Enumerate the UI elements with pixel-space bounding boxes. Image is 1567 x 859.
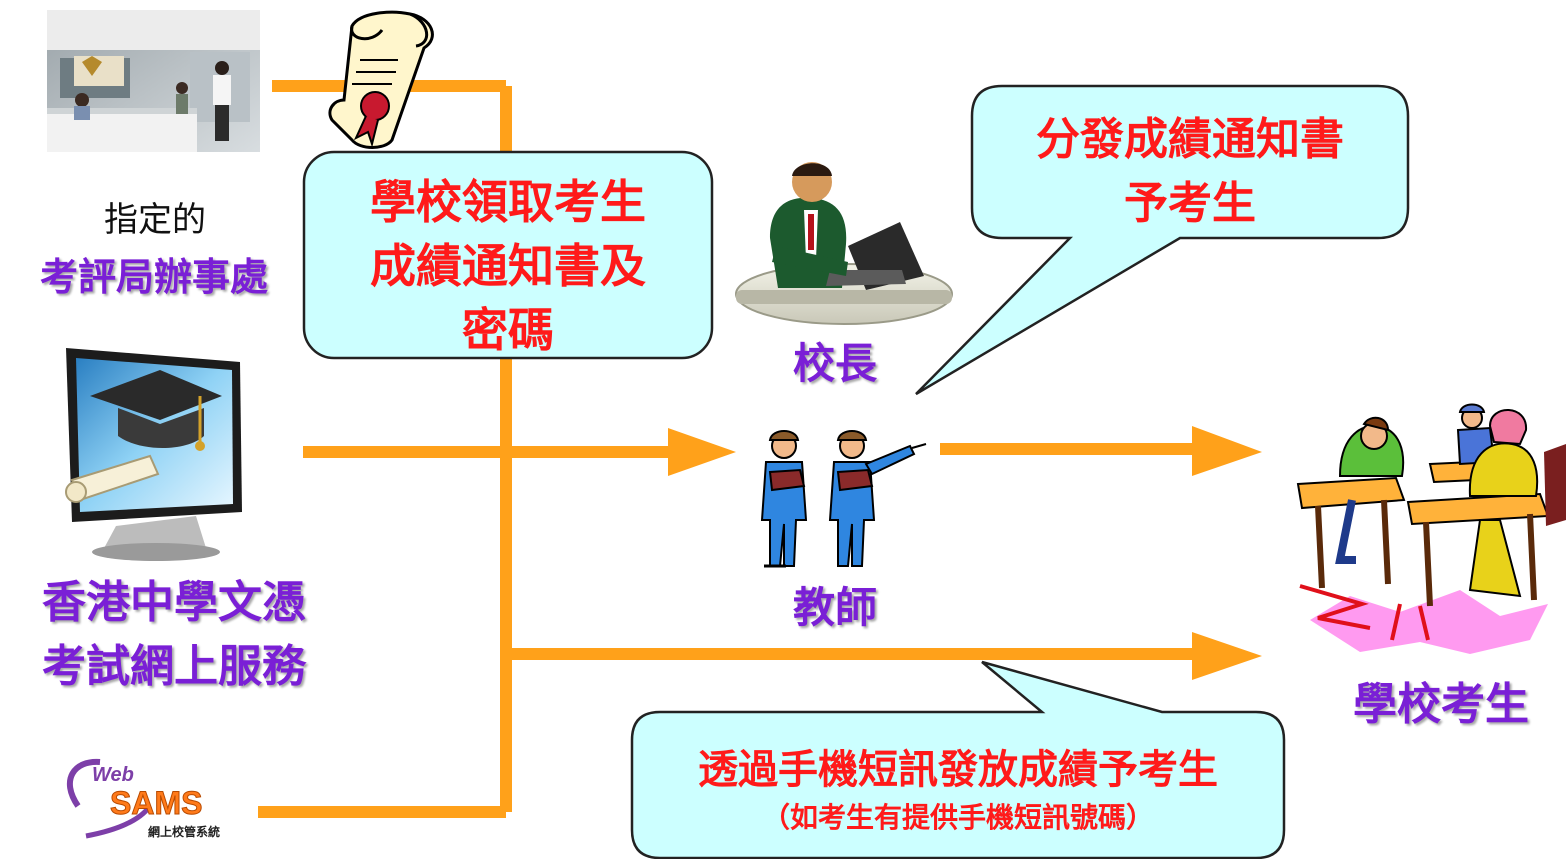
office-label: 考評局辦事處 <box>39 254 268 299</box>
teacher-label: 教師 <box>792 583 877 632</box>
office-prefix-label: 指定的 <box>104 200 206 240</box>
bubble-collect-line2: 成績通知書及 <box>370 239 646 293</box>
teacher-right <box>828 430 927 567</box>
websams-logo: Web SAMS 網上校管系統 <box>66 758 220 839</box>
office-photo <box>47 10 260 152</box>
teachers-icon <box>760 430 927 568</box>
svg-text:Web: Web <box>92 764 134 786</box>
online-service-label-line2: 考試網上服務 <box>42 641 306 692</box>
arrowhead-to-teacher <box>668 428 736 476</box>
students-at-desks-icon <box>1296 403 1566 654</box>
students-label: 學校考生 <box>1353 679 1529 730</box>
bubble-sms-main: 透過手機短訊發放成績予考生 <box>698 746 1218 793</box>
computer-monitor-graduation-icon <box>65 348 242 561</box>
bubble-sms-text: 透過手機短訊發放成績予考生 （如考生有提供手機短訊號碼） <box>634 742 1282 838</box>
bubble-distribute <box>915 84 1410 396</box>
scroll-certificate-icon <box>328 10 434 149</box>
svg-text:網上校管系統: 網上校管系統 <box>148 824 220 839</box>
bubble-collect-line3: 密碼 <box>462 303 554 357</box>
principal-at-laptop-icon <box>735 162 953 325</box>
bubble-distribute-line1: 分發成績通知書 <box>1036 114 1344 165</box>
bubble-distribute-line2: 予考生 <box>1124 178 1256 229</box>
bubble-sms <box>630 660 1286 859</box>
bubble-distribute-text: 分發成績通知書 予考生 <box>974 108 1406 236</box>
online-service-label-line1: 香港中學文憑 <box>42 577 306 628</box>
teacher-left <box>760 430 808 568</box>
arrowhead-to-students-1 <box>1192 426 1262 476</box>
bubble-collect <box>302 150 714 360</box>
bubble-collect-text: 學校領取考生 成績通知書及 密碼 <box>306 170 710 362</box>
bubble-sms-note: （如考生有提供手機短訊號碼） <box>761 801 1154 834</box>
bubble-collect-line1: 學校領取考生 <box>370 175 646 229</box>
svg-text:SAMS: SAMS <box>110 785 202 821</box>
arrowhead-to-students-2 <box>1192 632 1262 680</box>
principal-label: 校長 <box>792 339 877 388</box>
